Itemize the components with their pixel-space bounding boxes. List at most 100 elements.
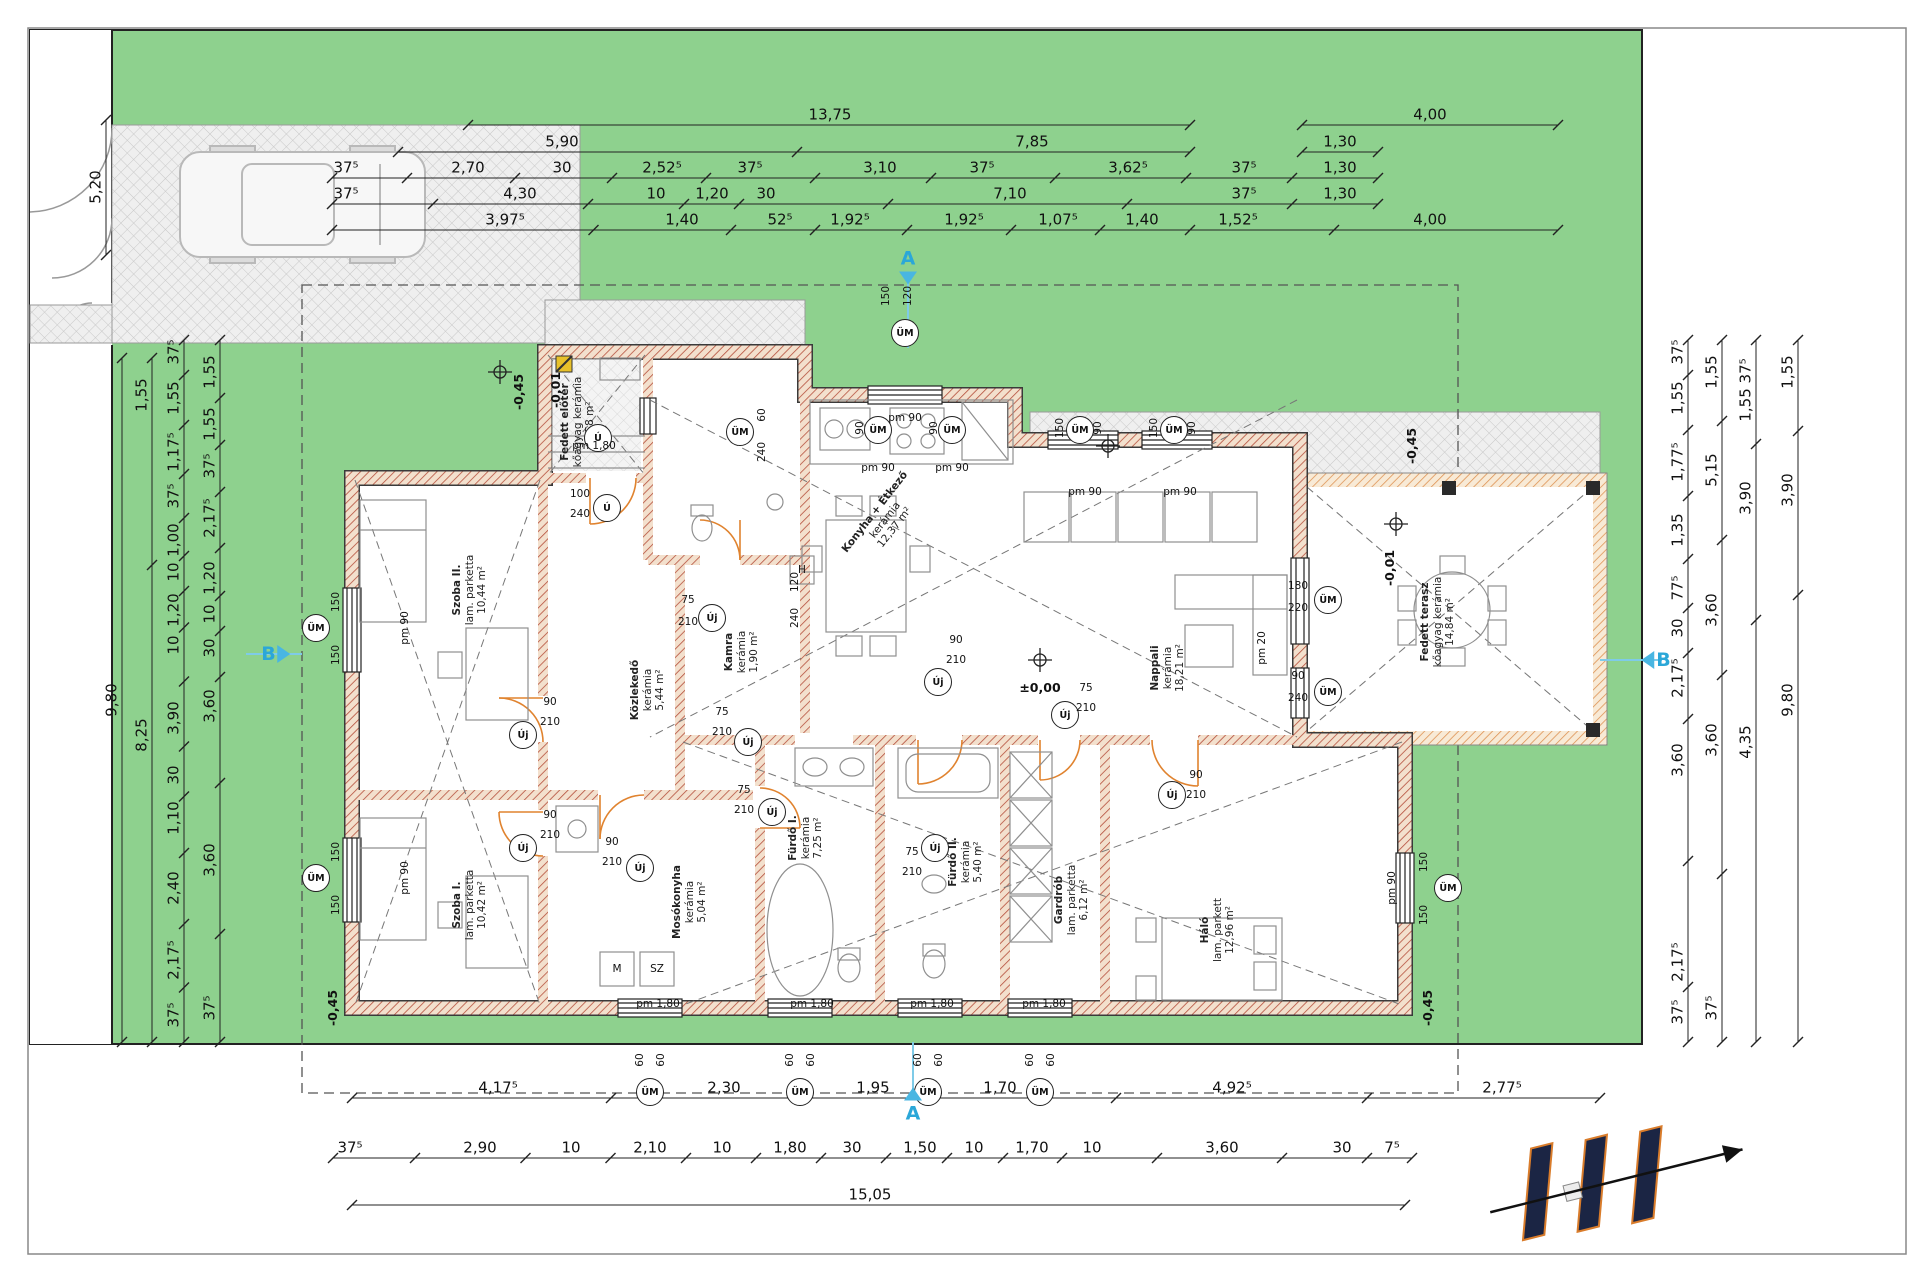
- dimension-line: [178, 982, 190, 993]
- dimension-line: [214, 439, 226, 451]
- dimension-line: [1372, 146, 1384, 158]
- dimension-line: [178, 334, 190, 346]
- dimension-line: [509, 172, 521, 184]
- dimension-line: [1151, 1152, 1163, 1164]
- dimension-line: [100, 249, 112, 261]
- dimension-line: [1184, 146, 1196, 158]
- dimension-line: [750, 1152, 762, 1164]
- dimension-line: [1682, 602, 1694, 614]
- dimension-line: [146, 1036, 158, 1048]
- dimension-line: [997, 1152, 1009, 1164]
- dimension-line: [1682, 553, 1694, 565]
- terrace-column: [1586, 481, 1600, 495]
- dimension-line: [1094, 224, 1106, 236]
- dimension-line: [1716, 534, 1728, 546]
- dimension-line: [178, 918, 190, 930]
- road-strip: [30, 30, 112, 1044]
- dimension-line: [733, 198, 745, 210]
- dimension-line: [1682, 334, 1694, 346]
- dimension-line: [1184, 224, 1196, 236]
- dimension-line: [178, 791, 190, 802]
- dimension-line: [1750, 334, 1762, 346]
- dimension-line: [214, 590, 226, 602]
- dimension-line: [941, 1152, 953, 1164]
- dimension-line: [678, 198, 690, 210]
- dimension-line: [1792, 334, 1804, 346]
- dimension-line: [1361, 1092, 1373, 1104]
- dimension-line: [605, 1152, 616, 1164]
- entry-marker: [555, 355, 573, 373]
- dimension-line: [116, 1036, 128, 1048]
- dimension-line: [1180, 172, 1192, 184]
- driveway-entrance: [29, 304, 113, 344]
- dimension-line: [1594, 1092, 1606, 1104]
- dimension-line: [882, 198, 894, 210]
- dimension-line: [401, 172, 413, 184]
- dimension-line: [346, 1092, 358, 1104]
- dimension-line: [1682, 713, 1694, 725]
- north-arrow: [1489, 1124, 1743, 1242]
- dimension-line: [427, 198, 439, 210]
- dimension-line: [1286, 198, 1298, 210]
- dashed-diagonals: [354, 354, 1403, 1006]
- dimension-line: [1682, 424, 1694, 436]
- benchmark-symbols: [488, 360, 1408, 672]
- dimension-line: [1682, 369, 1694, 381]
- dimension-line: [809, 224, 821, 236]
- dimension-line: [1716, 334, 1728, 346]
- dimension-line: [1750, 1036, 1762, 1048]
- dimension-line: [146, 559, 158, 571]
- dimension-line: [1716, 415, 1728, 427]
- dimension-line: [582, 198, 594, 210]
- dimension-line: [178, 468, 190, 480]
- dimension-line: [1056, 1152, 1068, 1164]
- driveway-arc: [29, 127, 113, 213]
- dimension-line: [1716, 669, 1728, 681]
- dimension-line: [791, 146, 803, 158]
- dimension-line: [725, 224, 737, 236]
- dimension-line: [1792, 589, 1804, 601]
- dimension-line: [700, 172, 712, 184]
- dimension-line: [178, 419, 190, 431]
- dimension-line: [1552, 119, 1564, 131]
- dimension-line: [214, 928, 226, 940]
- dimension-line: [1121, 198, 1133, 210]
- dimension-line: [809, 172, 821, 184]
- dimension-line: [1682, 490, 1694, 502]
- dimension-line: [327, 1152, 339, 1164]
- dimension-line: [1328, 224, 1340, 236]
- arrow-head-icon: [1721, 1145, 1743, 1163]
- dimension-line: [606, 172, 618, 184]
- dimension-line: [146, 352, 158, 364]
- dimension-line: [1682, 855, 1694, 867]
- door-openings: [536, 471, 1198, 856]
- dimension-line: [1361, 1152, 1373, 1164]
- dimension-line: [1716, 1036, 1728, 1048]
- dimension-line: [178, 847, 190, 859]
- terrace-column: [1442, 481, 1456, 495]
- dimension-line: [214, 671, 226, 683]
- dimension-line: [1372, 172, 1384, 184]
- dimension-line: [1792, 1036, 1804, 1048]
- dimension-line: [1296, 146, 1308, 158]
- dimension-line: [680, 1152, 692, 1164]
- sheet-border: [27, 27, 1907, 1255]
- dimension-line: [1552, 224, 1564, 236]
- dimension-line: [178, 1036, 190, 1048]
- dimension-line: [1682, 647, 1694, 659]
- dimension-line: [178, 676, 190, 687]
- dimension-line: [925, 172, 937, 184]
- door-swings: [498, 477, 1199, 857]
- dimension-line: [880, 1152, 892, 1164]
- dimension-line: [178, 741, 190, 752]
- dimension-line: [815, 1152, 827, 1164]
- dimension-line: [605, 1092, 617, 1104]
- dimension-line: [1682, 1036, 1694, 1048]
- dimension-line: [1276, 1152, 1288, 1164]
- dimension-line: [178, 550, 190, 562]
- dimension-line: [1406, 1152, 1418, 1164]
- dimension-line: [100, 114, 112, 126]
- dimension-line: [178, 512, 190, 524]
